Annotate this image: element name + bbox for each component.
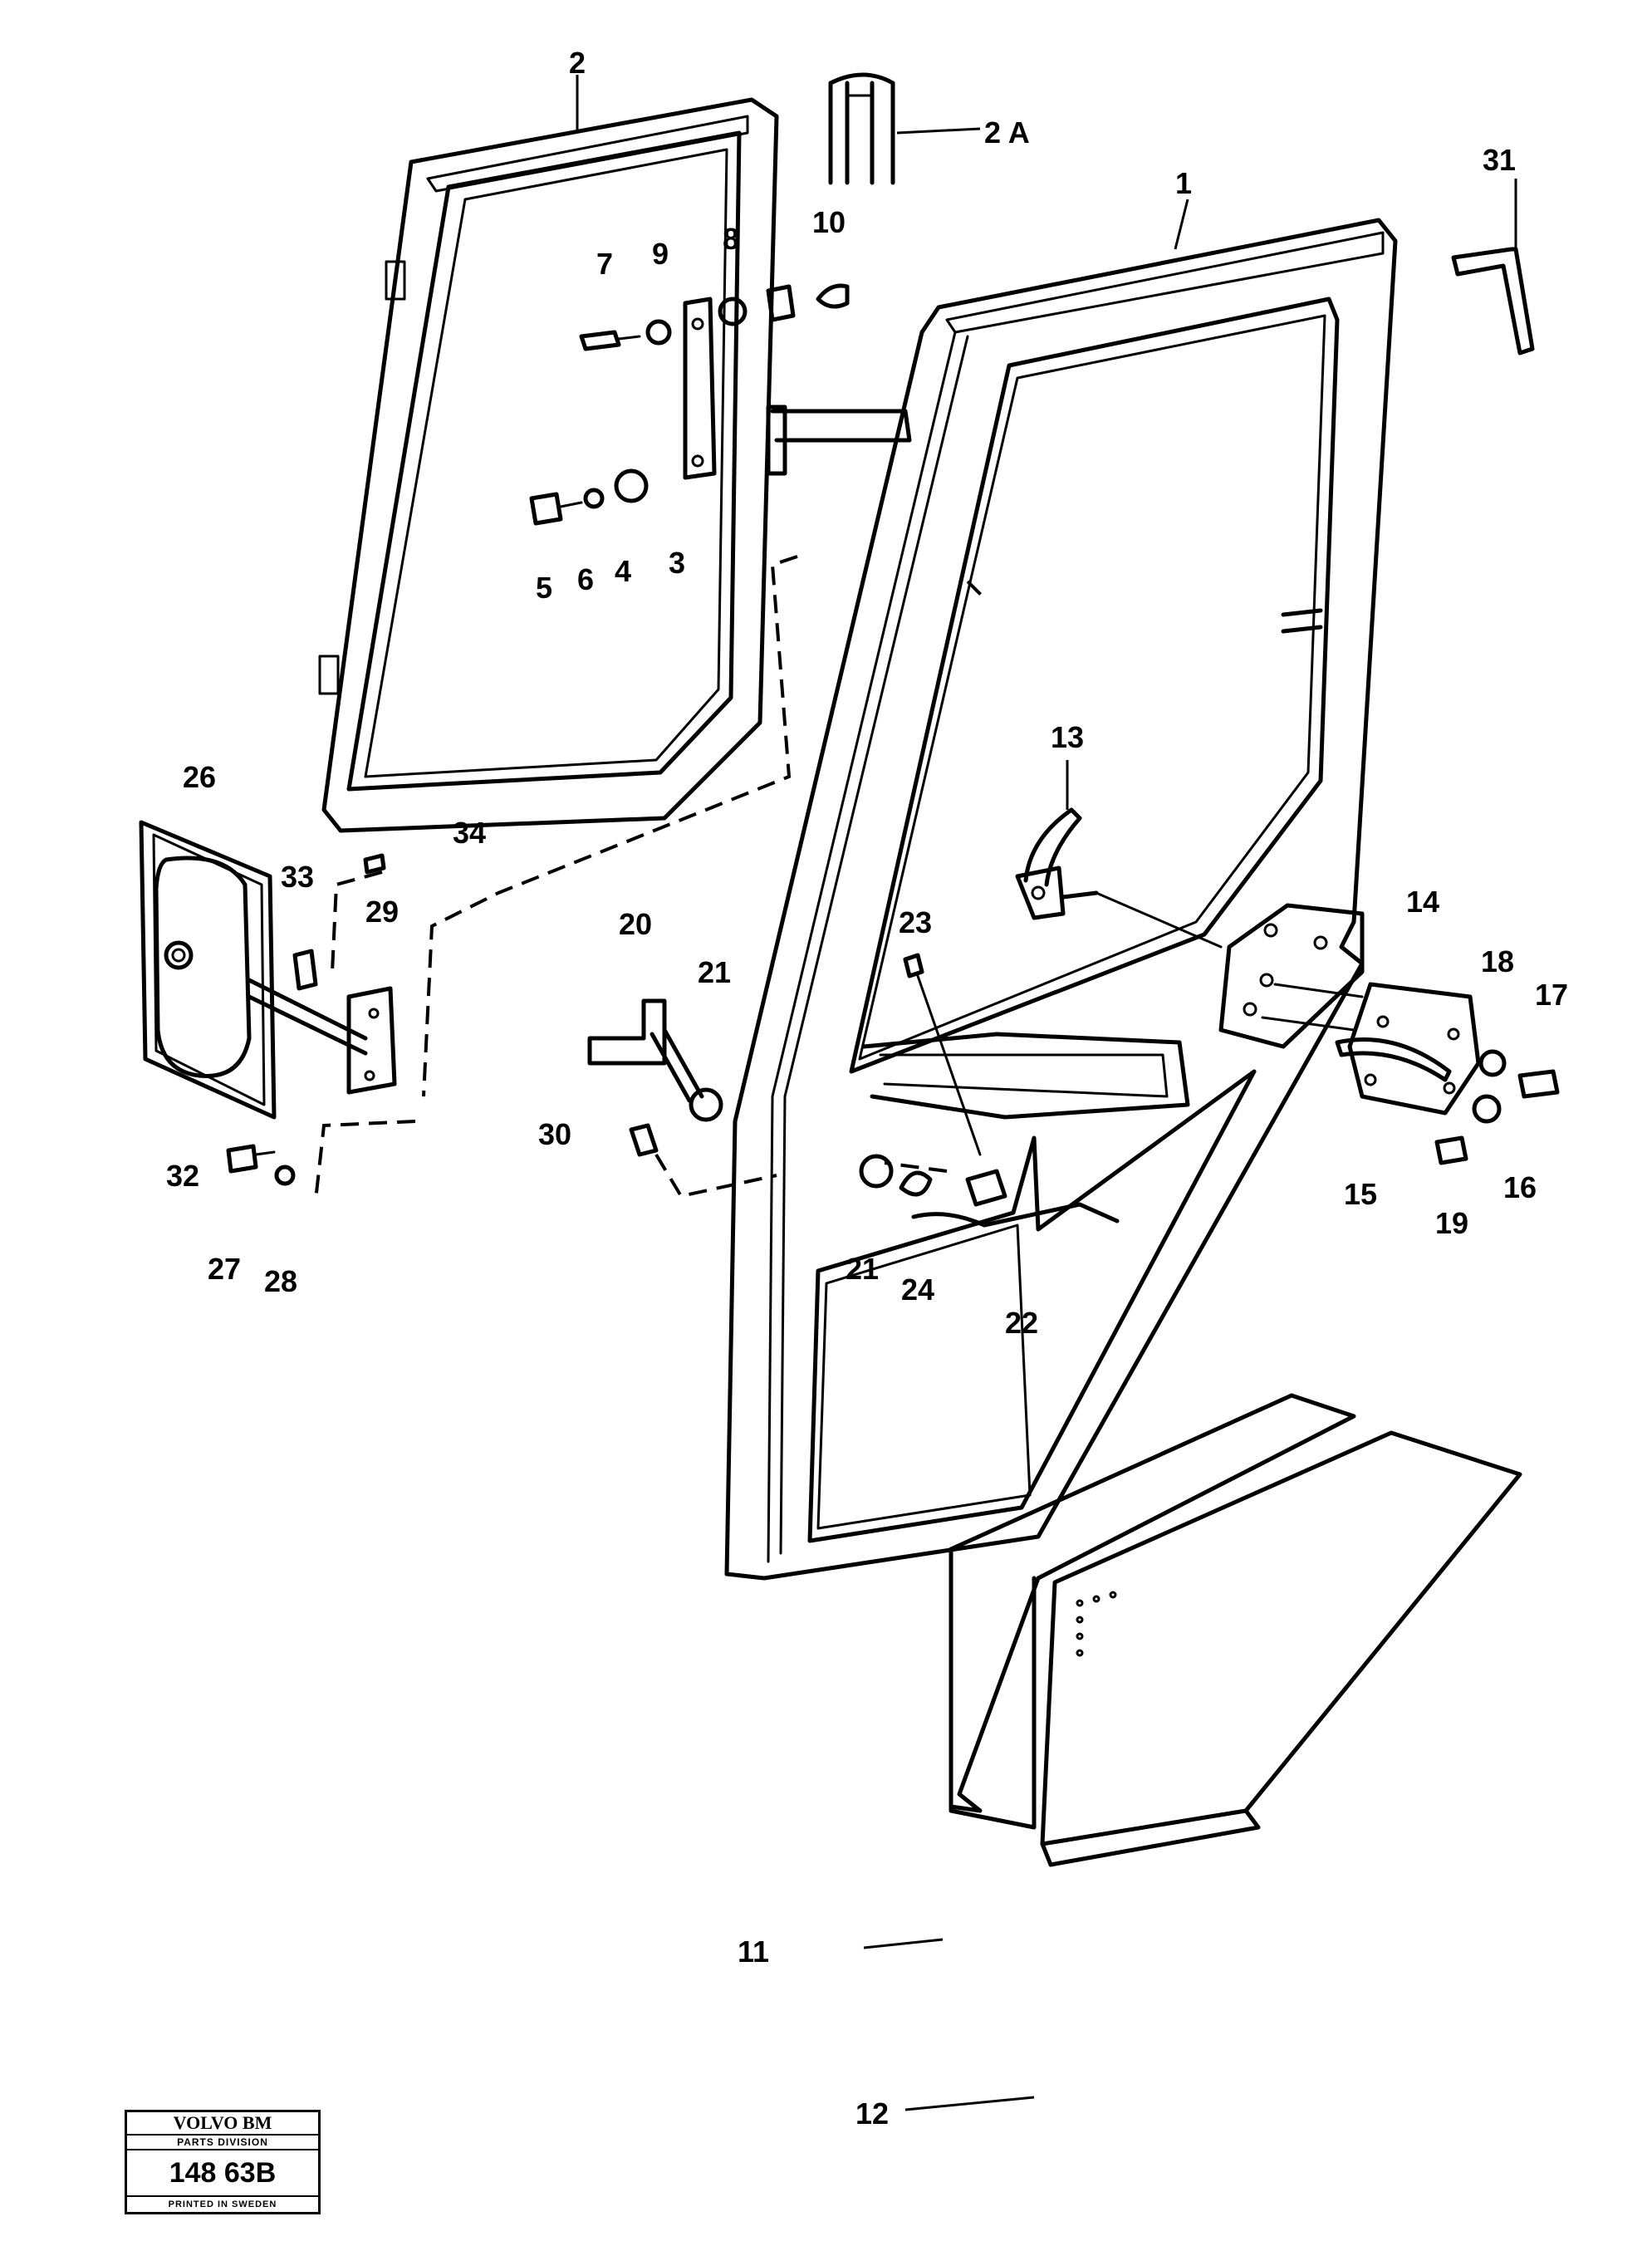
seal-strip: [828, 72, 895, 185]
side-panels: [949, 1393, 1522, 1867]
stamp-number: 148 63B: [127, 2150, 318, 2197]
stamp-division: PARTS DIVISION: [127, 2136, 318, 2150]
callout-4: 4: [615, 554, 631, 588]
hinge-hardware: [529, 283, 912, 526]
callout-33: 33: [281, 860, 314, 894]
angle-bracket: [1451, 247, 1535, 356]
callout-12: 12: [855, 2096, 889, 2131]
upper-window-frame: [318, 97, 779, 833]
callout-19: 19: [1435, 1206, 1468, 1240]
callout-13: 13: [1051, 720, 1084, 754]
callout-26: 26: [183, 760, 216, 794]
callout-5: 5: [536, 571, 552, 605]
door-frame: [724, 218, 1398, 1581]
mirror-assembly: [139, 820, 397, 1186]
callout-17: 17: [1535, 978, 1568, 1012]
callout-29: 29: [365, 895, 399, 929]
callout-1: 1: [1175, 166, 1192, 200]
leader-lines: [576, 75, 1517, 2111]
callout-8: 8: [723, 222, 739, 256]
callout-16: 16: [1503, 1170, 1537, 1204]
callout-28: 28: [264, 1264, 297, 1298]
callout-20: 20: [619, 907, 652, 941]
callout-3: 3: [669, 546, 685, 580]
callout-2a: 2 A: [984, 115, 1030, 150]
callout-labels: 1 2 2 A 3 4 5 6 7 8 9 10 11 12 13 14 15 …: [166, 46, 1568, 2131]
callout-6: 6: [577, 562, 594, 596]
callout-14: 14: [1406, 885, 1439, 919]
parts-stamp: VOLVO BM PARTS DIVISION 148 63B PRINTED …: [125, 2110, 321, 2214]
callout-30: 30: [538, 1117, 571, 1151]
callout-24: 24: [901, 1273, 934, 1307]
callout-27: 27: [208, 1252, 241, 1286]
callout-23: 23: [899, 905, 932, 939]
callout-32: 32: [166, 1159, 199, 1193]
callout-2: 2: [569, 46, 586, 80]
callout-34: 34: [453, 816, 486, 850]
stamp-printed: PRINTED IN SWEDEN: [168, 2199, 277, 2209]
callout-21-upper: 21: [698, 955, 731, 989]
inside-handle: [1015, 807, 1223, 949]
callout-31: 31: [1483, 143, 1516, 177]
callout-18: 18: [1481, 944, 1514, 978]
callout-10: 10: [812, 205, 846, 239]
outside-handle: [1261, 982, 1560, 1165]
callout-22: 22: [1005, 1306, 1038, 1340]
lock-linkage: [587, 953, 1120, 1228]
callout-7: 7: [596, 247, 613, 281]
callout-11: 11: [738, 1935, 769, 1969]
stamp-brand: VOLVO BM: [127, 2112, 318, 2136]
assembly-lines: [314, 555, 986, 1201]
callout-21-lower: 21: [846, 1252, 879, 1286]
callout-9: 9: [652, 237, 669, 271]
callout-15: 15: [1344, 1177, 1377, 1211]
